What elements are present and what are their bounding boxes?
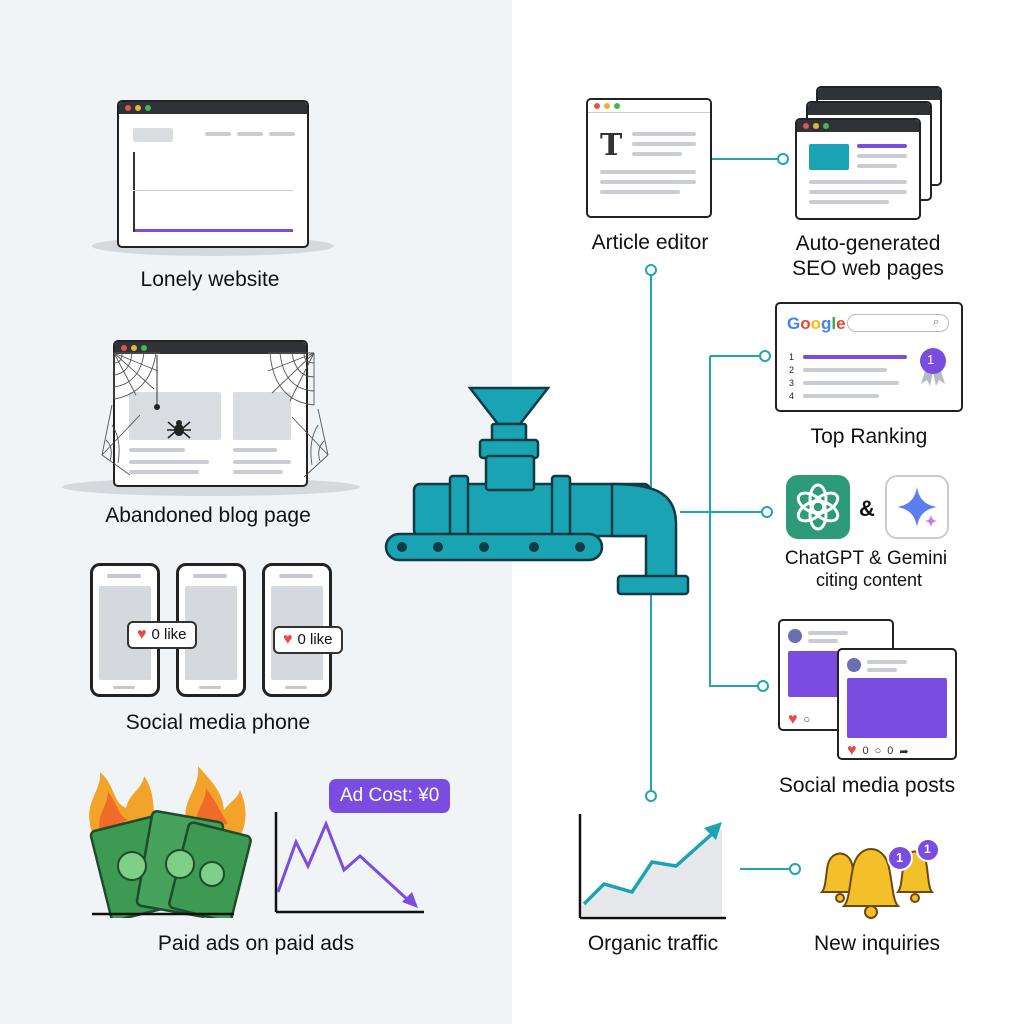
cobweb-icon [101,352,329,478]
bell-icon [819,838,940,919]
heart-icon: ♥ [847,742,857,759]
comment-icon: ○ [874,745,882,757]
ai-citing-caption-line1: ChatGPT & Gemini [784,548,948,569]
inquiry-badge-a: 1 [896,850,904,865]
ad-cost-badge: Ad Cost: ¥0 [329,779,451,813]
chatgpt-icon [786,475,850,539]
article-editor-caption: Article editor [591,231,709,254]
inquiry-badge-b: 1 [924,842,931,856]
organic-traffic-chart [578,814,726,920]
ampersand: & [859,496,875,521]
text-format-icon: T [600,128,623,163]
search-icon: ⌕ [933,316,940,328]
gemini-icon [885,475,949,539]
article-editor-window: T [586,98,712,218]
seo-caption-line2: SEO web pages [792,257,944,280]
funnel-machine-icon [384,386,690,596]
search-results-card: Google ⌕ 1 2 3 4 1 [775,302,963,412]
lonely-website-window [117,100,309,248]
search-bar [847,314,949,332]
ad-cost-chart [274,812,424,914]
google-logo: Google [787,314,846,333]
seo-caption-line1: Auto-generated [795,232,941,255]
organic-traffic-caption: Organic traffic [587,932,719,955]
social-posts-caption: Social media posts [778,774,956,797]
ai-citing-caption-line2: citing content [815,570,923,590]
social-phone-caption: Social media phone [125,711,311,734]
award-icon [920,348,946,386]
like-badge-1: ♥0 like [127,621,197,649]
share-icon: ➦ [899,745,909,758]
heart-icon: ♥ [137,626,147,643]
new-inquiries-caption: New inquiries [813,932,941,955]
like-badge-2: ♥0 like [273,626,343,654]
money-fire-icon [89,766,252,918]
lonely-website-caption: Lonely website [140,268,280,291]
paid-ads-caption: Paid ads on paid ads [157,932,355,955]
heart-icon: ♥ [283,631,293,648]
abandoned-blog-caption: Abandoned blog page [105,504,311,527]
seo-page-front [795,118,921,220]
top-ranking-caption: Top Ranking [810,425,928,448]
spider-icon [167,420,191,439]
social-post-front: ♥0 ○0 ➦ [837,648,957,760]
